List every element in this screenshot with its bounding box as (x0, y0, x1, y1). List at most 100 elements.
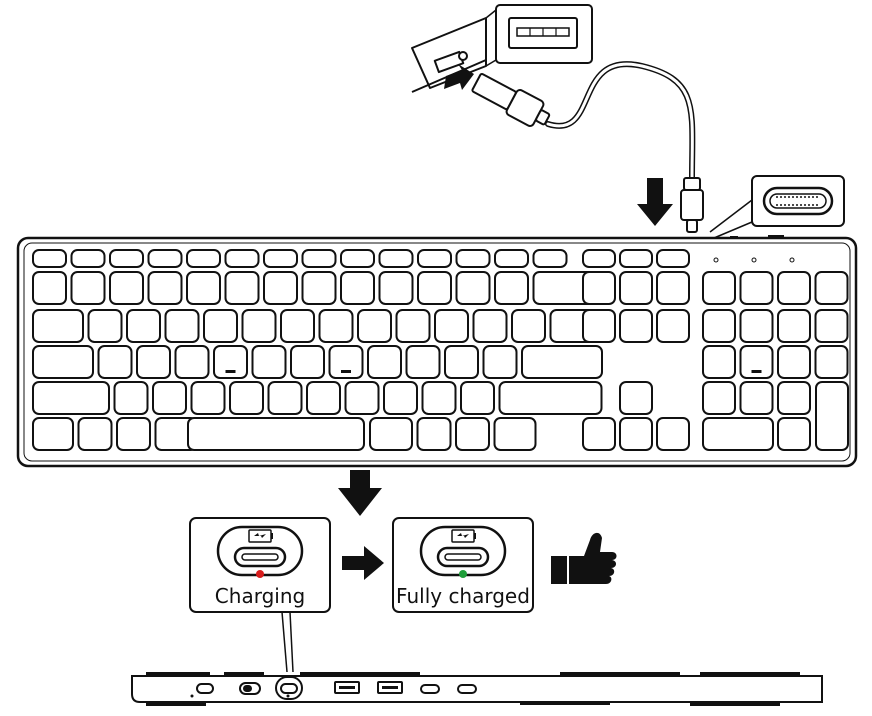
keyboard-key (511, 309, 546, 343)
keyboard-key (421, 381, 457, 415)
keyboard-key (174, 345, 210, 379)
keyboard-key (739, 309, 774, 343)
keyboard-key (494, 249, 529, 268)
keyboard-key (280, 309, 315, 343)
keyboard-key (369, 417, 413, 451)
keyboard-key (656, 249, 690, 268)
keyboard-key (472, 309, 508, 343)
keyboard-key (213, 345, 248, 379)
keyboard-key (340, 249, 375, 268)
keyboard-key (190, 381, 226, 415)
keyboard-key (116, 417, 151, 451)
keyboard-key (417, 249, 452, 268)
keyboard-key (147, 249, 183, 268)
keyboard-key (582, 417, 616, 451)
keyboard-key (224, 249, 260, 268)
keyboard-key (263, 271, 298, 305)
keyboard-top-view (16, 235, 858, 468)
keyboard-key (739, 271, 774, 305)
battery-charging-icon (451, 529, 476, 543)
keyboard-key (656, 417, 690, 451)
keyboard-key (814, 309, 849, 343)
status-led-green (459, 570, 467, 578)
keyboard-key (126, 309, 161, 343)
keyboard-key (203, 309, 238, 343)
keyboard-key (702, 345, 736, 379)
keyboard-key (619, 417, 653, 451)
keyboard-key (777, 417, 811, 451)
keyboard-key (532, 249, 568, 268)
keyboard-key (251, 345, 287, 379)
keyboard-key (405, 345, 441, 379)
keyboard-key (367, 345, 402, 379)
arrow-right-icon (342, 546, 384, 580)
keyboard-key (318, 309, 354, 343)
keyboard-key (814, 345, 849, 379)
keyboard-key (301, 271, 337, 305)
keyboard-key (301, 249, 337, 268)
keyboard-key (32, 345, 94, 379)
keyboard-key (739, 345, 774, 379)
keyboard-key (656, 271, 690, 305)
keyboard-key (777, 345, 811, 379)
keyboard-key (619, 271, 653, 305)
keyboard-key (814, 271, 849, 305)
keyboard-key (416, 417, 452, 451)
usb-a-port-detail (485, 4, 593, 67)
keyboard-key (136, 345, 171, 379)
keyboard-key (444, 345, 479, 379)
keyboard-key (290, 345, 325, 379)
keyboard-key (383, 381, 418, 415)
arrow-down-icon (338, 470, 382, 516)
keyboard-key (152, 381, 187, 415)
keyboard-key (70, 271, 106, 305)
charging-label: Charging (215, 584, 305, 608)
keyboard-key (109, 271, 144, 305)
keyboard-key (521, 345, 603, 379)
keyboard-key (395, 309, 431, 343)
usb-c-port-detail (709, 175, 845, 239)
keyboard-key (229, 381, 264, 415)
indicator-dot (789, 257, 795, 263)
keyboard-key (702, 417, 774, 451)
keyboard-key (582, 309, 616, 343)
keyboard-key (702, 381, 736, 415)
keyboard-back-view (131, 672, 823, 706)
keyboard-key (656, 309, 690, 343)
keyboard-key (344, 381, 380, 415)
keyboard-key (582, 271, 616, 305)
keyboard-key (164, 309, 200, 343)
keyboard-key (340, 271, 375, 305)
usb-cable (545, 61, 696, 181)
keyboard-key (113, 381, 149, 415)
indicator-dot (751, 257, 757, 263)
keyboard-key (455, 249, 491, 268)
keyboard-key (417, 271, 452, 305)
keyboard-key (87, 309, 123, 343)
charging-callout: Charging (189, 517, 331, 613)
battery-charging-icon (248, 529, 273, 543)
status-led-red (256, 570, 264, 578)
keyboard-key (702, 271, 736, 305)
keyboard-key (97, 345, 133, 379)
fully-charged-callout: Fully charged (392, 517, 534, 613)
usb-c-port-icon (420, 684, 440, 694)
keyboard-key (434, 309, 469, 343)
keyboard-key (494, 271, 529, 305)
key-bump (751, 370, 762, 373)
insert-arrow-icon (444, 64, 474, 90)
keyboard-key (32, 249, 67, 268)
usb-c-plug-icon (680, 177, 704, 233)
keyboard-key (32, 381, 110, 415)
keyboard-key (777, 271, 811, 305)
keyboard-key (777, 381, 811, 415)
arrow-down-icon (637, 178, 673, 226)
fully-charged-label: Fully charged (396, 584, 530, 608)
keyboard-key (263, 249, 298, 268)
keyboard-key (186, 271, 221, 305)
key-bump (341, 370, 351, 373)
keyboard-key (619, 381, 653, 415)
keyboard-key (357, 309, 392, 343)
keyboard-key (619, 309, 653, 343)
